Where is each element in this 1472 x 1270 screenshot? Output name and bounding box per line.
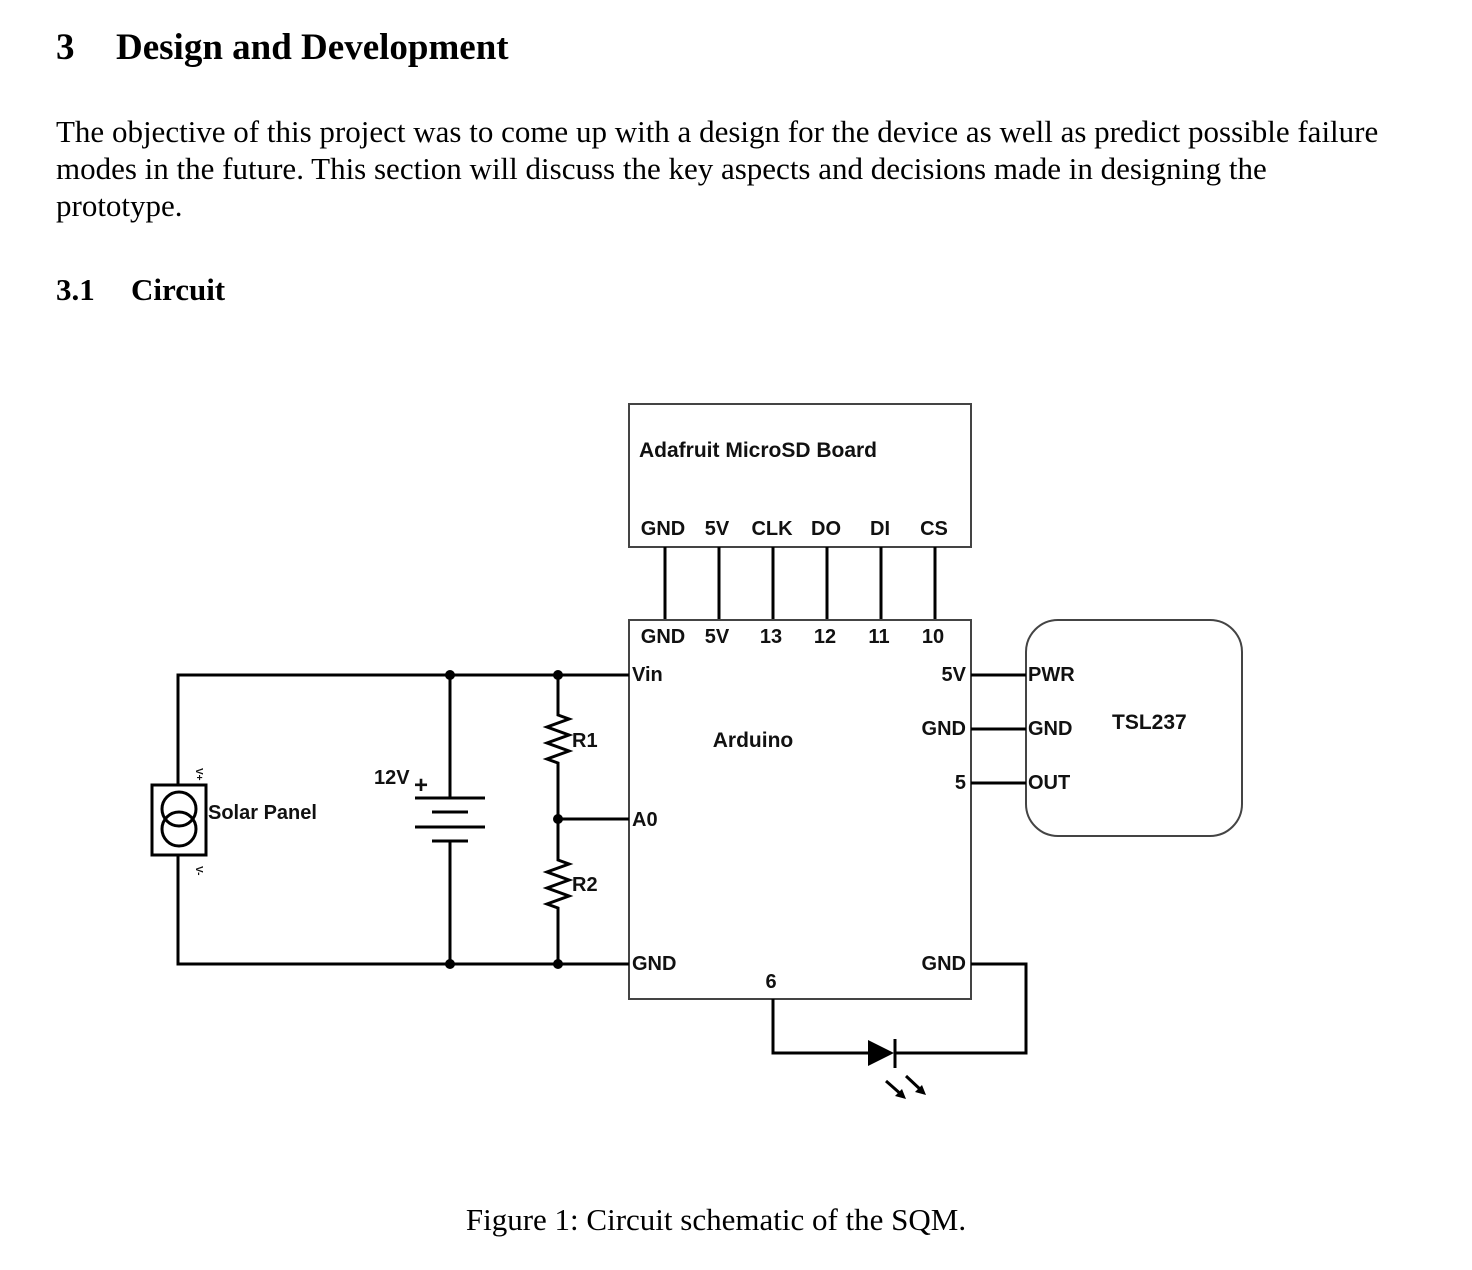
solar-source-icon [160,790,198,828]
wire-led-gnd [896,962,1028,1055]
solar-minus-label: V- [193,866,204,875]
battery: 12V + [374,675,485,964]
sd-pin-do: DO [811,518,841,540]
sd-board-label: Adafruit MicroSD Board [639,439,877,462]
arduino-pin-5: 5 [955,772,966,794]
led-icon [868,1040,894,1066]
led-light-arrows-icon [885,1074,926,1099]
arduino: GND 5V 13 12 11 10 Vin A0 GND 5V GND 5 G… [628,619,972,1000]
solar-panel: Solar Panel V+ V- [150,768,317,875]
solar-panel-label: Solar Panel [208,802,317,824]
sd-board-outline [628,403,972,548]
arduino-pin-13: 13 [760,626,782,648]
sd-pin-gnd: GND [641,518,685,540]
arduino-pin-gnd-right: GND [922,718,966,740]
r1-label: R1 [572,730,598,752]
subsection-number: 3.1 [56,272,95,307]
tsl237-wires [971,673,1026,785]
battery-plus-label: + [414,772,428,799]
arduino-pin-5v-top: 5V [705,626,730,648]
arduino-pin-6: 6 [765,971,776,993]
arduino-pin-gnd-bottom-right: GND [922,953,966,975]
sd-pin-cs: CS [920,518,948,540]
subsection-title: Circuit [131,272,226,307]
resistor-r1: R1 [542,675,598,819]
arduino-pin-gnd-left: GND [632,953,676,975]
solar-source-icon [160,810,198,848]
battery-label: 12V [374,767,410,789]
arduino-pin-11: 11 [868,626,889,648]
arduino-pin-vin: Vin [632,664,663,686]
section-heading: 3 Design and Development [56,22,509,74]
bottom-rail [176,855,629,966]
tsl237-label: TSL237 [1112,711,1187,734]
sd-bus-wires [663,547,937,620]
arduino-pin-a0: A0 [632,809,658,831]
solar-panel-outline [150,783,208,857]
tsl237-pin-out: OUT [1028,772,1070,794]
arduino-pin-12: 12 [814,626,836,648]
solar-plus-label: V+ [193,768,204,781]
top-rail [176,673,629,785]
arduino-pin-gnd-top: GND [641,626,685,648]
arduino-pin-5v-right: 5V [942,664,967,686]
section-title: Design and Development [116,27,509,68]
arduino-pin-10: 10 [922,626,944,648]
resistor-r2: R2 [542,819,598,964]
tsl237-pin-pwr: PWR [1028,664,1075,686]
intro-paragraph: The objective of this project was to com… [56,114,1379,223]
circuit-schematic: Adafruit MicroSD Board GND 5V CLK DO DI … [150,403,1243,1099]
subsection-heading: 3.1 Circuit [56,268,225,312]
arduino-label: Arduino [713,729,793,752]
led-circuit [771,962,1028,1099]
figure-caption: Figure 1: Circuit schematic of the SQM. [465,1202,967,1237]
sd-board: Adafruit MicroSD Board GND 5V CLK DO DI … [628,403,972,548]
r2-label: R2 [572,874,598,896]
tsl237-pin-gnd: GND [1028,718,1072,740]
tsl237-sensor: PWR GND OUT TSL237 [1025,619,1243,837]
section-number: 3 [56,27,75,68]
arduino-outline [628,619,972,1000]
sd-pin-clk: CLK [751,518,793,540]
wire-pin6-led [771,999,868,1055]
sd-pin-5v: 5V [705,518,730,540]
sd-pin-di: DI [870,518,890,540]
resistor-r1-icon [542,675,574,819]
resistor-r2-icon [542,819,574,964]
